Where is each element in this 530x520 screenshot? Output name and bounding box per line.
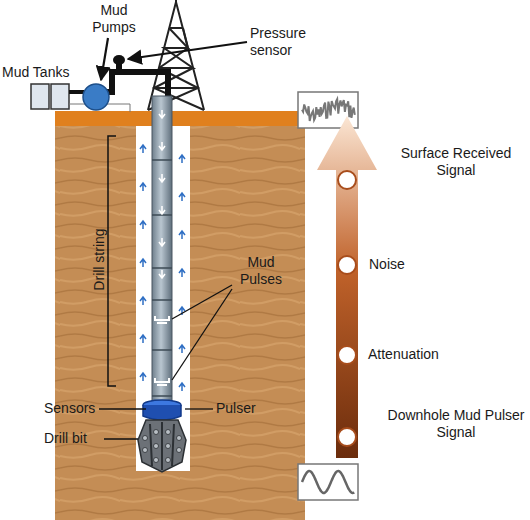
- drill-bit: [138, 420, 186, 472]
- part-label: Mud Tanks: [2, 64, 82, 81]
- stage-label: Attenuation: [368, 346, 478, 363]
- part-label: Mud Pumps: [88, 2, 140, 36]
- bracket: [108, 136, 116, 386]
- part-label: Pressure sensor: [250, 25, 320, 59]
- mud-pulse: [155, 316, 169, 385]
- sine-signal: [302, 471, 354, 493]
- stage-label: Noise: [369, 256, 449, 273]
- part-label: Sensors: [44, 400, 100, 417]
- part-label: Pulser: [216, 400, 272, 417]
- stage-label: Downhole Mud Pulser Signal: [386, 407, 526, 441]
- ground-surface: [55, 111, 305, 126]
- drill-pipe: [152, 96, 172, 404]
- earth: [55, 125, 305, 520]
- part-label: Mud Pulses: [233, 254, 289, 288]
- part-label: Drill bit: [44, 430, 106, 447]
- flow-arrow: [140, 110, 185, 391]
- stage-marker: [338, 171, 356, 446]
- mud-tanks: [31, 84, 69, 109]
- stage-label: Surface Received Signal: [386, 145, 526, 179]
- pressure-sensor: [113, 55, 125, 72]
- signal-box: [298, 464, 358, 500]
- leader-line: [99, 38, 247, 439]
- pipe-joint: [152, 160, 172, 396]
- pulser: [143, 400, 181, 420]
- mud-pump: [83, 84, 109, 110]
- bracket-label: Drill string: [91, 205, 108, 315]
- propagation-arrow: [317, 116, 377, 458]
